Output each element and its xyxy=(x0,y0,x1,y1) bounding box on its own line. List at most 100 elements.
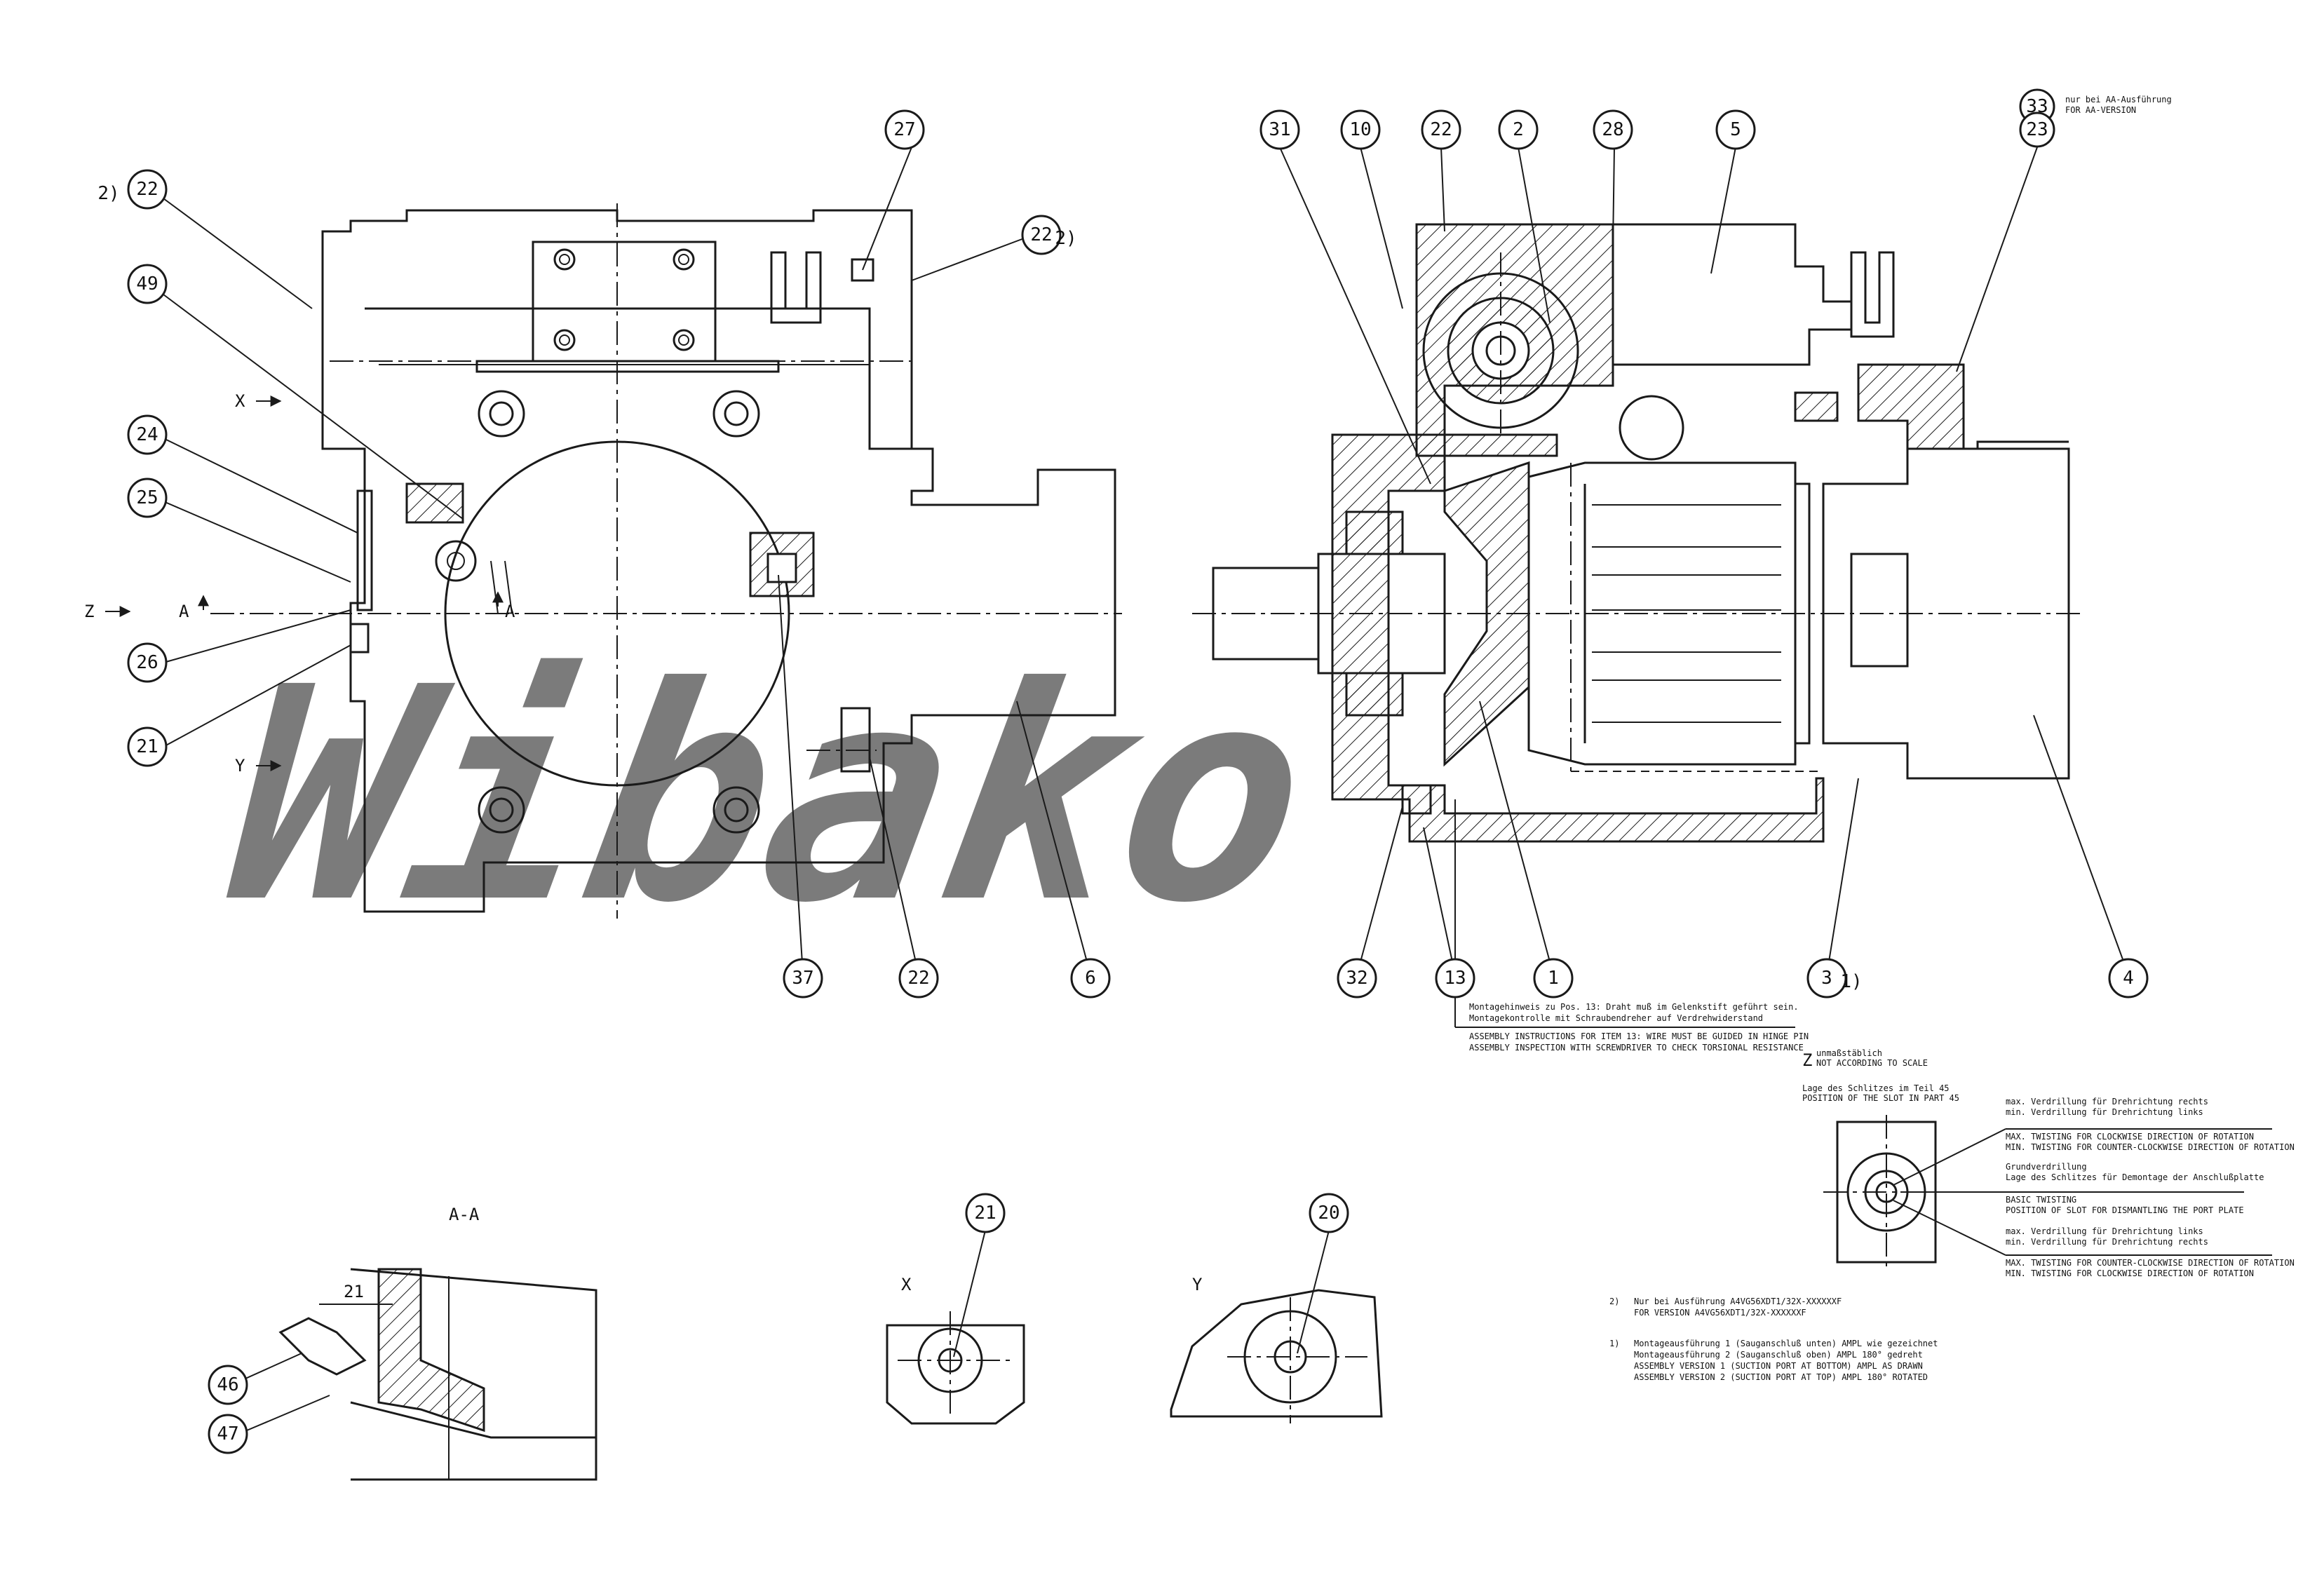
position-bubble-28: 28 xyxy=(1593,109,1633,150)
aa-version-en: FOR AA-VERSION xyxy=(2065,105,2136,115)
twist-ccw-line-3: MAX. TWISTING FOR COUNTER-CLOCKWISE DIRE… xyxy=(2006,1258,2295,1268)
z-scale-de: unmaßstäblich xyxy=(1816,1048,1882,1058)
bubble-label: 22 xyxy=(136,179,158,200)
bubble-label: 37 xyxy=(792,968,813,989)
detail-z-label: Z xyxy=(1802,1050,1812,1070)
position-bubble-21: 21 xyxy=(127,726,168,767)
position-bubble-31: 31 xyxy=(1259,109,1300,150)
position-bubble-21: 21 xyxy=(965,1193,1006,1233)
bubble-label: 10 xyxy=(1349,119,1371,140)
bubble-label: 21 xyxy=(136,736,158,757)
position-bubble-32: 32 xyxy=(1337,958,1377,999)
twist-ccw-line-2: min. Verdrillung für Drehrichtung rechts xyxy=(2006,1237,2208,1247)
flange-bolts xyxy=(478,390,760,834)
basic-twist-line-1: Grundverdrillung xyxy=(2006,1162,2087,1172)
section-aa-title: A-A xyxy=(449,1205,480,1224)
bubble-footnote-mark: 1) xyxy=(1840,971,1862,992)
twist-cw-line-2: min. Verdrillung für Drehrichtung links xyxy=(2006,1107,2203,1117)
watermark: Wibako xyxy=(208,624,1332,967)
position-bubble-27: 27 xyxy=(884,109,925,150)
bubble-label: 3 xyxy=(1821,968,1832,989)
z-scale-en: NOT ACCORDING TO SCALE xyxy=(1816,1058,1928,1068)
position-bubble-23: 23 xyxy=(2019,111,2055,148)
detail-z-view: Z unmaßstäblich NOT ACCORDING TO SCALE L… xyxy=(1802,1048,2295,1278)
view-z-arrow-label: Z xyxy=(84,602,94,621)
section-a-a-view: A-A 21 xyxy=(278,1205,597,1481)
assembly-hint-note: Montagehinweis zu Pos. 13: Draht muß im … xyxy=(1454,799,1809,1053)
bubble-label: 32 xyxy=(1346,968,1367,989)
footnote-1-line-1: Montageausführung 1 (Sauganschluß unten)… xyxy=(1634,1339,1938,1348)
slot-position-de: Lage des Schlitzes im Teil 45 xyxy=(1802,1083,1950,1093)
twist-cw-line-3: MAX. TWISTING FOR CLOCKWISE DIRECTION OF… xyxy=(2006,1132,2254,1142)
detail-y-view: Y xyxy=(1170,1275,1383,1423)
position-bubble-22: 22 2) xyxy=(97,169,168,210)
bubble-label: 22 xyxy=(907,968,929,989)
position-bubble-2: 2 xyxy=(1498,109,1539,150)
bubble-label: 46 xyxy=(217,1374,238,1395)
bubble-label: 5 xyxy=(1730,119,1741,140)
bubble-label: 6 xyxy=(1085,968,1096,989)
detail-x-view: X xyxy=(886,1275,1025,1425)
section-a-right-label: A xyxy=(505,602,515,621)
position-bubble-47: 47 xyxy=(208,1414,248,1454)
bubble-label: 24 xyxy=(136,424,158,445)
bubble-label: 31 xyxy=(1269,119,1290,140)
bubble-label: 47 xyxy=(217,1423,238,1444)
footnote-2-line-2: FOR VERSION A4VG56XDT1/32X-XXXXXXF xyxy=(1634,1308,1806,1318)
position-bubble-6: 6 xyxy=(1070,958,1111,999)
position-bubble-46: 46 xyxy=(208,1365,248,1405)
basic-twist-note: Grundverdrillung Lage des Schlitzes für … xyxy=(2006,1162,2264,1215)
position-bubble-25: 25 xyxy=(127,478,168,518)
twist-counter-note: max. Verdrillung für Drehrichtung links … xyxy=(2006,1226,2295,1278)
basic-twist-line-3: BASIC TWISTING xyxy=(2006,1195,2076,1205)
twist-ccw-line-1: max. Verdrillung für Drehrichtung links xyxy=(2006,1226,2203,1236)
bubble-label: 28 xyxy=(1602,119,1623,140)
bubble-label: 26 xyxy=(136,652,158,673)
assembly-hint-line-4: ASSEMBLY INSPECTION WITH SCREWDRIVER TO … xyxy=(1469,1043,1804,1053)
left-front-view: A A X Z Y xyxy=(84,203,1122,919)
footnote-1: 1) Montageausführung 1 (Sauganschluß unt… xyxy=(1609,1339,1938,1382)
assembly-hint-line-2: Montagekontrolle mit Schraubendreher auf… xyxy=(1469,1013,1763,1023)
section-a-left-label: A xyxy=(179,602,189,621)
assembly-hint-line-3: ASSEMBLY INSTRUCTIONS FOR ITEM 13: WIRE … xyxy=(1469,1031,1809,1041)
twist-cw-line-4: MIN. TWISTING FOR COUNTER-CLOCKWISE DIRE… xyxy=(2006,1142,2295,1152)
footnote-1-line-3: ASSEMBLY VERSION 1 (SUCTION PORT AT BOTT… xyxy=(1634,1361,1923,1371)
assembly-hint-line-1: Montagehinweis zu Pos. 13: Draht muß im … xyxy=(1469,1002,1799,1012)
bubble-label: 22 xyxy=(1430,119,1452,140)
position-bubble-13: 13 xyxy=(1435,958,1475,999)
bubble-label: 25 xyxy=(136,487,158,508)
position-bubble-22: 22 xyxy=(898,958,939,999)
position-bubble-26: 26 xyxy=(127,642,168,683)
footnote-2: 2) Nur bei Ausführung A4VG56XDT1/32X-XXX… xyxy=(1609,1297,1842,1318)
position-bubble-37: 37 xyxy=(783,958,823,999)
cover-screws xyxy=(553,248,695,351)
bubble-label: 27 xyxy=(893,119,915,140)
footnote-1-line-2: Montageausführung 2 (Sauganschluß oben) … xyxy=(1634,1350,1923,1360)
right-section-view xyxy=(1192,223,2083,843)
view-y-arrow-label: Y xyxy=(235,756,245,776)
bubble-label: 13 xyxy=(1444,968,1466,989)
detail-y-label: Y xyxy=(1192,1275,1203,1294)
position-bubble-10: 10 xyxy=(1340,109,1381,150)
bubble-label: 21 xyxy=(974,1203,996,1224)
aa-version-note: nur bei AA-Ausführung FOR AA-VERSION xyxy=(2065,95,2172,115)
bubble-label: 49 xyxy=(136,273,158,295)
bubble-footnote-mark: 2) xyxy=(97,183,119,204)
position-bubble-49: 49 xyxy=(127,264,168,304)
twist-cw-line-1: max. Verdrillung für Drehrichtung rechts xyxy=(2006,1097,2208,1106)
bubble-label: 20 xyxy=(1318,1203,1339,1224)
footnote-2-line-1: Nur bei Ausführung A4VG56XDT1/32X-XXXXXX… xyxy=(1634,1297,1842,1306)
bubble-label: 4 xyxy=(2123,968,2134,989)
twist-ccw-line-4: MIN. TWISTING FOR CLOCKWISE DIRECTION OF… xyxy=(2006,1268,2254,1278)
view-x-arrow-label: X xyxy=(235,391,245,411)
bubble-footnote-mark: 2) xyxy=(1055,228,1076,249)
footnote-1-line-4: ASSEMBLY VERSION 2 (SUCTION PORT AT TOP)… xyxy=(1634,1372,1928,1382)
position-bubble-1: 1 xyxy=(1533,958,1574,999)
position-bubble-20: 20 xyxy=(1309,1193,1349,1233)
position-bubble-3: 3 1) xyxy=(1806,958,1863,999)
position-bubble-22: 22 xyxy=(1421,109,1461,150)
leader-lines xyxy=(163,147,2129,1435)
bubble-label: 1 xyxy=(1548,968,1559,989)
footnote-1-mark: 1) xyxy=(1609,1339,1619,1348)
